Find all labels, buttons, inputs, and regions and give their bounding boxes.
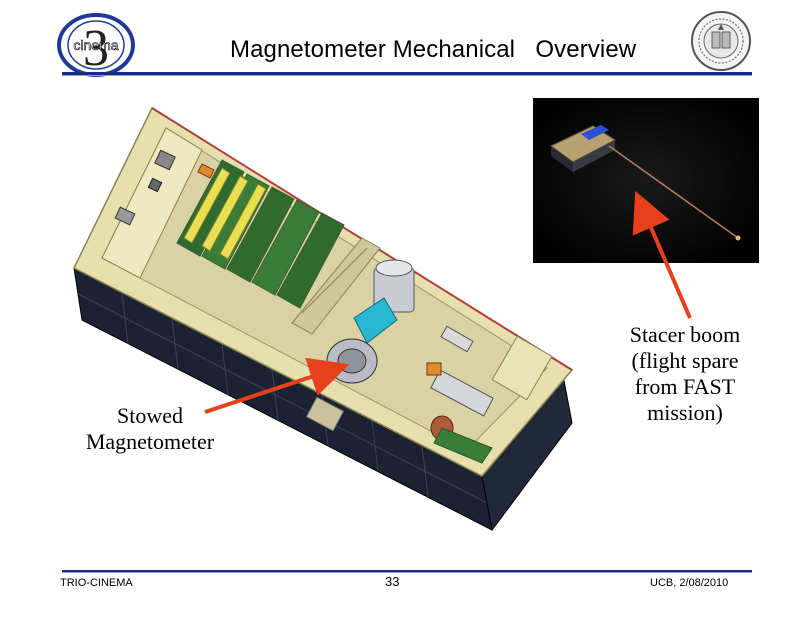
stowed-label-text: Stowed Magnetometer [85, 403, 215, 454]
footer-date: UCB, 2/08/2010 [650, 577, 729, 589]
page-number: 33 [385, 574, 400, 589]
deployed-boom-inset [533, 98, 759, 263]
page-title: Magnetometer Mechanical Overview [230, 36, 637, 63]
logo-numeral: 3 [83, 20, 109, 77]
logo-text: cinema [73, 37, 118, 53]
stacer-boom-label: Stacer boom (flight spare from FAST miss… [610, 322, 760, 426]
footer-divider [62, 570, 752, 572]
stowed-magnetometer-label: Stowed Magnetometer [60, 403, 240, 455]
footer-project: TRIO-CINEMA [60, 577, 133, 589]
university-seal-icon [690, 10, 752, 72]
spacecraft-cad-render [62, 98, 582, 538]
cinema-logo: 3 cinema [54, 12, 138, 78]
title-divider-accent [62, 75, 752, 76]
stacer-label-text: Stacer boom (flight spare from FAST miss… [629, 322, 741, 425]
footer-divider-accent [62, 572, 752, 573]
title-divider [62, 72, 752, 75]
